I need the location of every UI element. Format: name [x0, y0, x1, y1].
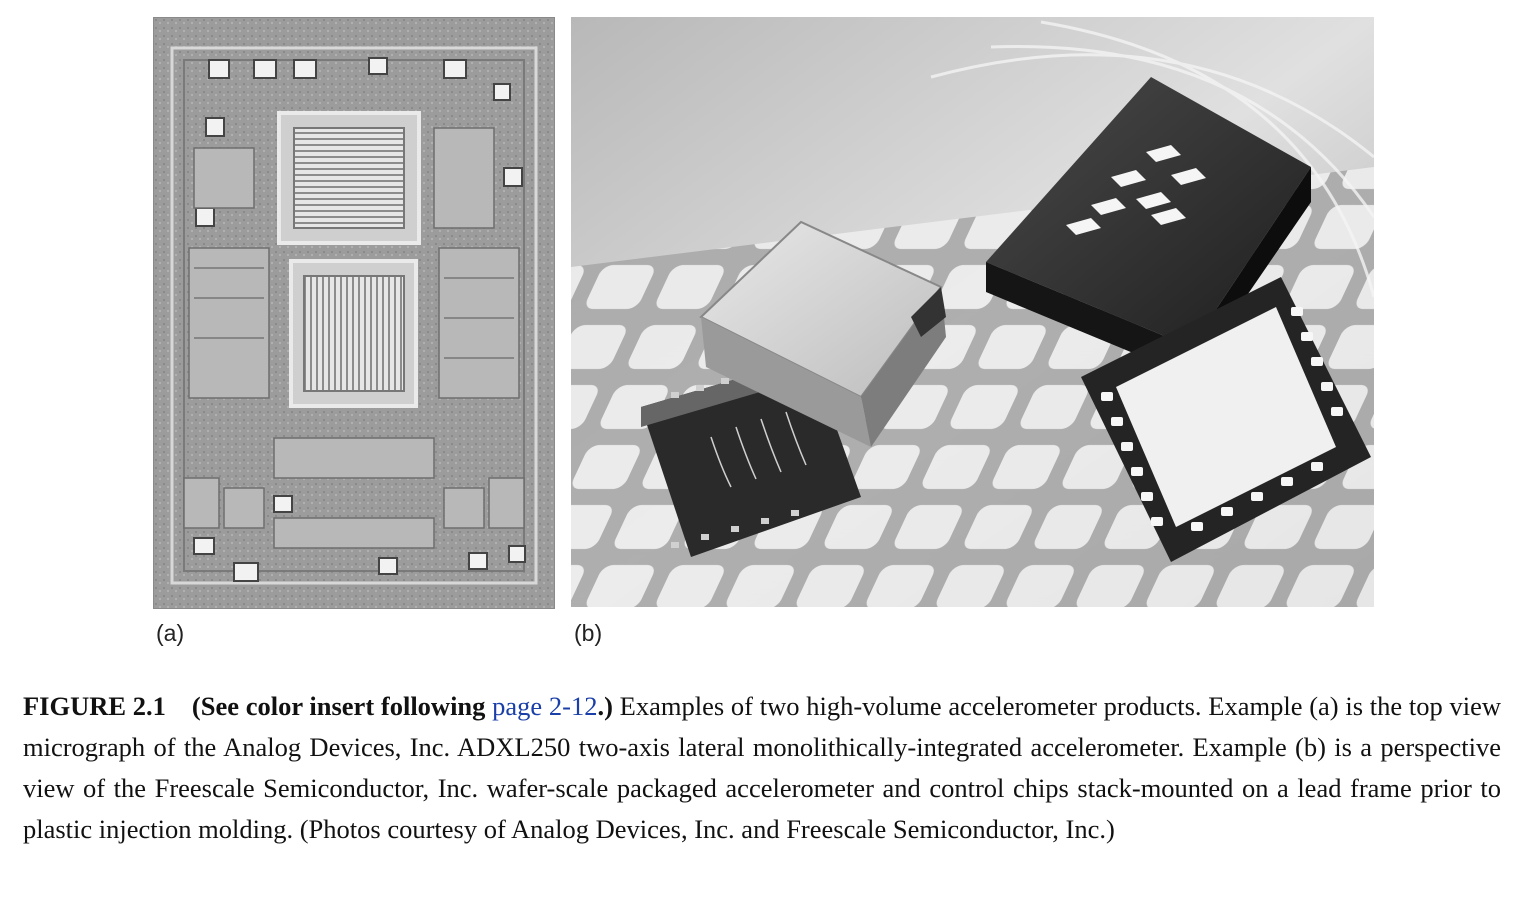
freescale-package-illustration [571, 17, 1374, 607]
page-reference-link[interactable]: page 2-12 [492, 691, 598, 721]
adxl250-die-illustration [154, 18, 554, 608]
panel-label-b: (b) [574, 620, 603, 646]
color-insert-note-prefix: (See color insert following [191, 691, 493, 721]
color-insert-note-suffix: .) [597, 691, 613, 721]
package-photo-b [571, 17, 1374, 607]
micrograph-image-a [153, 17, 555, 609]
panel-label-a: (a) [156, 620, 185, 646]
figure-number: FIGURE 2.1 [23, 691, 166, 721]
caption-body: Examples of two high-volume acceleromete… [23, 691, 1501, 844]
figure-caption: FIGURE 2.1 (See color insert following pa… [23, 686, 1501, 850]
